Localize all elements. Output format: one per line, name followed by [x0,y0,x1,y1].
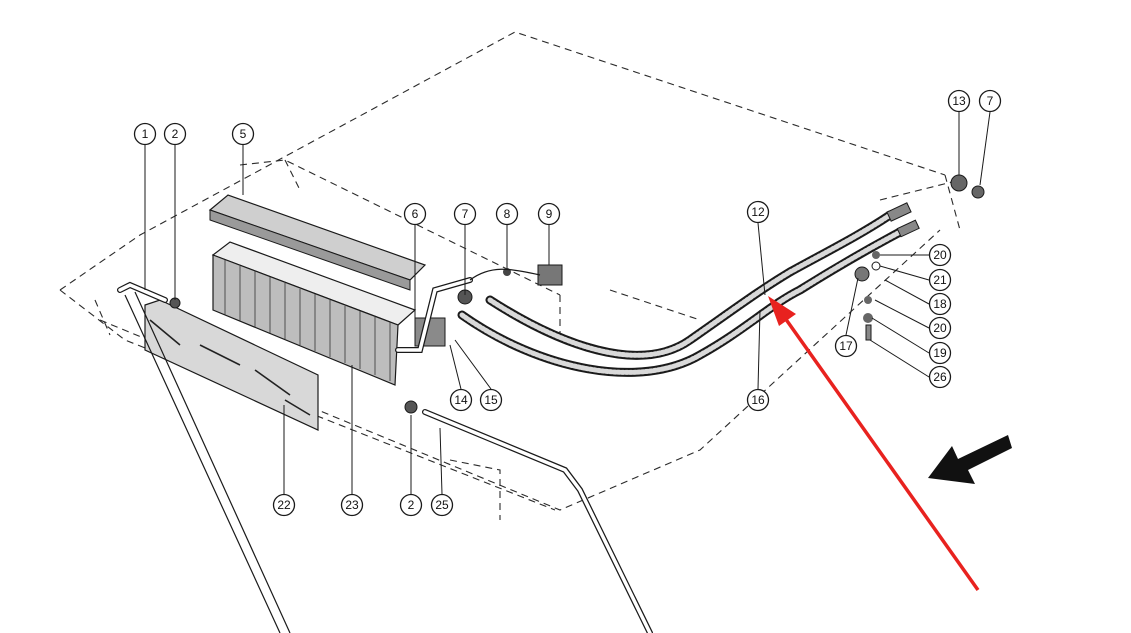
callout-2: 2 [399,493,423,517]
callout-23: 23 [340,493,364,517]
callout-circle [928,292,952,316]
roof-outline [59,31,961,520]
callout-circle [947,89,971,113]
callout-label: 7 [987,94,994,108]
grille-panel [144,299,319,431]
callout-circle [834,334,858,358]
callout-12: 12 [746,200,770,224]
callout-circle [928,268,952,292]
callout-1: 1 [133,122,157,146]
leader-line [845,277,859,336]
refrigerant-hoses [457,202,920,377]
callout-7: 7 [978,89,1002,113]
callout-circle [928,243,952,267]
callout-label: 6 [412,207,419,221]
callout-label: 23 [345,498,359,512]
callout-circle [495,202,519,226]
callout-20: 20 [928,316,952,340]
leader-line [884,279,930,305]
callout-label: 7 [462,207,469,221]
callout-label: 16 [751,393,765,407]
callout-circle [163,122,187,146]
leader-line [979,111,991,186]
callout-26: 26 [928,365,952,389]
callout-label: 12 [751,205,765,219]
callout-label: 20 [933,321,947,335]
callout-17: 17 [834,334,858,358]
callout-label: 21 [933,273,947,287]
callout-circle [928,341,952,365]
callout-label: 25 [435,498,449,512]
leader-line [757,309,761,390]
callout-label: 14 [454,393,468,407]
callout-6: 6 [403,202,427,226]
callout-9: 9 [537,202,561,226]
callout-circle [453,202,477,226]
callout-circle [430,493,454,517]
callout-circle [231,122,255,146]
callout-label: 9 [546,207,553,221]
callout-circle [479,388,503,412]
callout-label: 2 [172,127,179,141]
callout-25: 25 [430,493,454,517]
callout-label: 20 [933,248,947,262]
callout-circle [449,388,473,412]
callout-14: 14 [449,388,473,412]
callout-label: 2 [408,498,415,512]
leader-line [757,222,766,296]
leader-line [871,317,930,354]
callout-5: 5 [231,122,255,146]
callout-13: 13 [947,89,971,113]
callout-circle [399,493,423,517]
callout-label: 26 [933,370,947,384]
callout-circle [928,316,952,340]
callout-2: 2 [163,122,187,146]
callout-label: 19 [933,346,947,360]
callout-21: 21 [928,268,952,292]
callout-circle [133,122,157,146]
callout-label: 18 [933,297,947,311]
callout-circle [340,493,364,517]
callout-22: 22 [272,493,296,517]
callout-circle [978,89,1002,113]
leader-line [874,299,930,329]
callout-label: 1 [142,127,149,141]
callout-8: 8 [495,202,519,226]
callout-label: 5 [240,127,247,141]
callout-7: 7 [453,202,477,226]
callout-circle [272,493,296,517]
callout-circle [746,388,770,412]
leader-line [879,265,930,281]
leader-line [439,427,443,495]
callout-circle [537,202,561,226]
leader-lines [144,111,991,495]
callout-18: 18 [928,292,952,316]
leader-line [869,339,930,378]
red-pointer-arrow-icon [768,296,980,592]
leader-line [449,344,462,390]
frame-tubes [117,281,653,633]
callout-circle [403,202,427,226]
callout-label: 22 [277,498,291,512]
leader-line [454,339,492,390]
callout-label: 8 [504,207,511,221]
filter-cover [208,194,427,291]
callout-label: 17 [839,339,853,353]
callout-label: 13 [952,94,966,108]
callout-16: 16 [746,388,770,412]
callout-circle [746,200,770,224]
arrow-down-left-icon [928,435,1012,484]
callout-15: 15 [479,388,503,412]
callout-20: 20 [928,243,952,267]
valve-fittings [169,174,985,414]
callout-circle [928,365,952,389]
callout-19: 19 [928,341,952,365]
callout-label: 15 [484,393,498,407]
